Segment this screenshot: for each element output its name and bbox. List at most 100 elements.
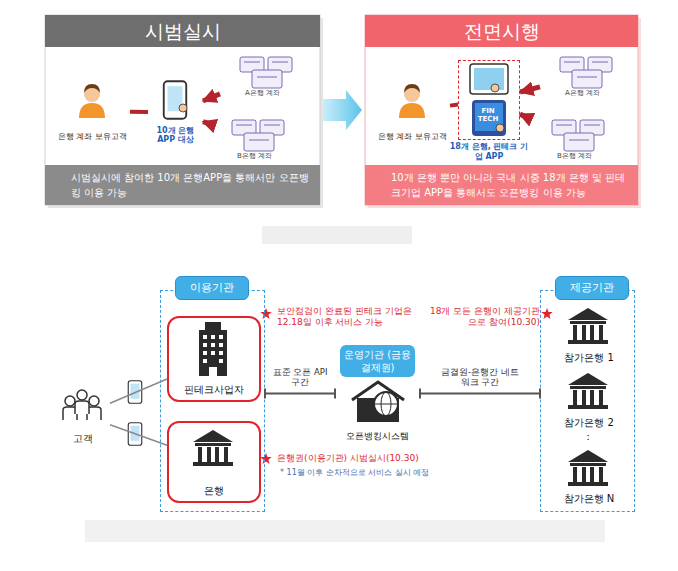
group-title: 제공기관 [555,276,629,300]
office-icon [219,359,223,363]
group-box: 이용기관핀테크사업자은행 [160,290,265,512]
account-group: A은행 계좌 [540,55,625,97]
stage-panel: 전면시행10개 은행 뿐만 아니라 국내 시중 18개 은행 및 핀테크기업 A… [365,15,638,205]
network-line [265,393,335,395]
account-group: A은행 계좌 [220,55,305,97]
tablet-icon [470,64,508,94]
panel-note: 시범실시에 참여한 10개 은행APP을 통해서만 오픈뱅킹 이용 가능 [45,165,320,205]
line-end-tick [539,389,541,399]
fintech-phone-icon [496,124,504,132]
stage-panel: 시범실시시범실시에 참여한 10개 은행APP을 통해서만 오픈뱅킹 이용 가능… [45,15,320,205]
callout-note: 보안점검이 완료된 핀테크 기업은 12.18일 이후 서비스 가능 [277,306,417,329]
person-icon [79,84,105,118]
fintech-phone-icon [472,100,506,136]
office-icon [211,351,215,355]
operator-node: 운영기관 (금융결제원)오픈뱅킹시스템 [335,345,420,442]
office-icon [219,351,223,355]
bank-icon [568,373,608,409]
star-mark [260,308,552,464]
customer-label: 고객 [55,433,110,445]
bank-node: 참가은행 1 [554,306,624,368]
office-icon [211,343,215,347]
line-end-tick [264,389,266,399]
app-label: 18개 은행, 핀테크 기업 APP [447,142,531,161]
tablet-icon [474,68,504,90]
office-icon [203,343,207,347]
edge-label: 표준 오픈 API 구간 [269,367,331,388]
customer-figure: 고객 [55,385,110,445]
bank-node: 참가은행 N [554,449,624,509]
account-label: A은행 계좌 [540,89,625,97]
system-icon [374,404,398,405]
office-icon [203,351,207,355]
customer-icon [75,390,89,414]
account-group: B은행 계좌 [212,118,297,160]
callout-note: 은행권(이용기관) 시범실시(10.30) [277,453,452,464]
connector-line [110,425,167,445]
group-title: 이용기관 [175,276,249,300]
panel-frame [365,15,641,208]
small-phone-icon [128,381,142,446]
phone-icon [164,81,187,119]
panel-header: 시범실시 [45,15,320,47]
office-icon [219,335,223,339]
connector-line [110,379,167,403]
office-icon [205,322,221,331]
line-end-tick [334,389,336,399]
fintech-phone-icon [472,100,506,136]
blurred-band [85,226,605,542]
account-icon [560,57,612,88]
small-phone-icon [128,381,142,404]
line-end-tick [419,389,421,399]
system-icon [374,392,398,416]
connector-line [520,87,540,92]
ellipsis-mark: : [580,430,596,444]
account-icon [240,57,292,88]
office-icon [199,322,227,376]
office-icon [203,335,207,339]
panel-header: 전면시행 [365,15,638,47]
bank-label: 참가은행 1 [554,352,624,364]
bank-node: 참가은행 2 [554,371,624,433]
customer-icon [63,390,101,420]
edge-label: 금결원-은행간 네트워크 구간 [438,367,522,388]
customer-label: 은행 계좌 보유고객 [55,132,130,142]
blurred-band [85,520,605,542]
network-line [420,393,540,395]
app-icon: 10개 은행 APP 대상 [148,80,203,145]
bank-icon [568,308,608,344]
bank-label: 참가은행 N [554,493,624,505]
tablet-icon [470,64,508,94]
customer-figure: 은행 계좌 보유고객 [375,80,450,142]
connector-line [203,122,212,125]
panel-frame [45,15,320,205]
tablet-icon [491,84,499,92]
panel-frame [45,15,323,208]
operator-title: 운영기관 (금융결제원) [340,345,415,377]
institution-label: 은행 [169,485,259,497]
office-icon [211,335,215,339]
app-label: 10개 은행 APP 대상 [148,126,203,145]
connector-group [110,87,540,445]
screen-text: FIN TECH [471,107,505,123]
account-icon [232,120,284,151]
bank-icon [193,430,233,466]
panel-frame [365,15,638,205]
phone-icon [179,104,187,112]
institution-label: 핀테크사업자 [169,384,259,396]
office-icon [199,330,227,376]
institution-box: 은행 [167,421,261,503]
star-mark [541,308,552,319]
callout-note: 18개 모든 은행이 제공기관으로 참여(10.30) [428,306,540,329]
connector-line [130,110,148,114]
connector-line [450,104,458,105]
customer-figure: 은행 계좌 보유고객 [55,80,130,142]
system-icon [352,382,404,422]
institution-box: 핀테크사업자 [167,316,261,402]
bank-label: 참가은행 2 [554,417,624,429]
connector-line [203,94,220,101]
account-label: B은행 계좌 [532,152,617,160]
office-icon [203,359,207,363]
connector-line [520,114,532,119]
